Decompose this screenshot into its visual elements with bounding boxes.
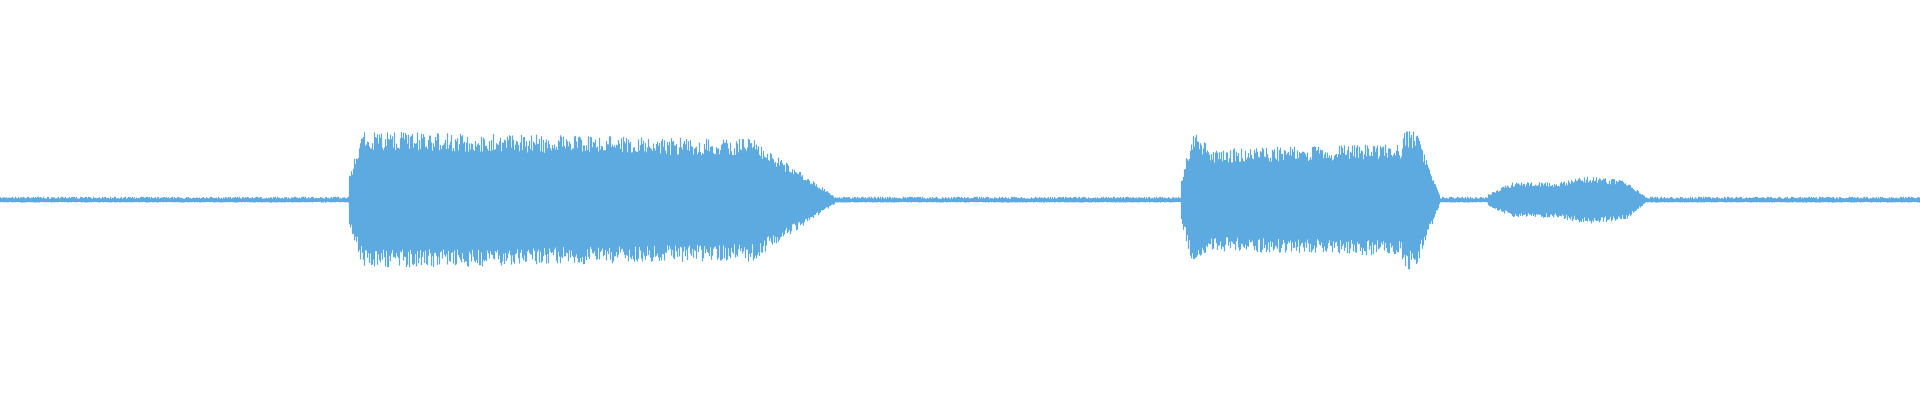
waveform-path — [0, 131, 1920, 270]
waveform-samples — [0, 131, 1920, 270]
